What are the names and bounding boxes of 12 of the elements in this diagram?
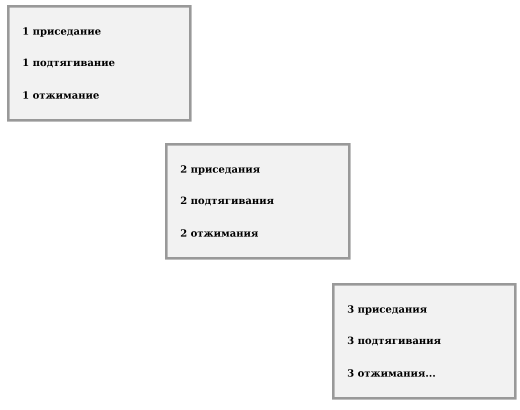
list-item: 1 приседание [23, 27, 101, 37]
text-box [165, 143, 351, 260]
text-box [7, 5, 192, 122]
list-item: 3 подтягивания [348, 336, 441, 346]
list-item: 2 подтягивания [180, 196, 274, 206]
list-item: 2 приседания [180, 165, 260, 175]
list-item: 1 отжимание [23, 91, 99, 99]
list-item: 1 подтягивание [23, 58, 115, 68]
list-item: 3 приседания [348, 305, 427, 315]
text-box [332, 283, 517, 400]
list-item: 3 отжимания... [348, 369, 435, 377]
list-item: 2 отжимания [180, 229, 258, 237]
